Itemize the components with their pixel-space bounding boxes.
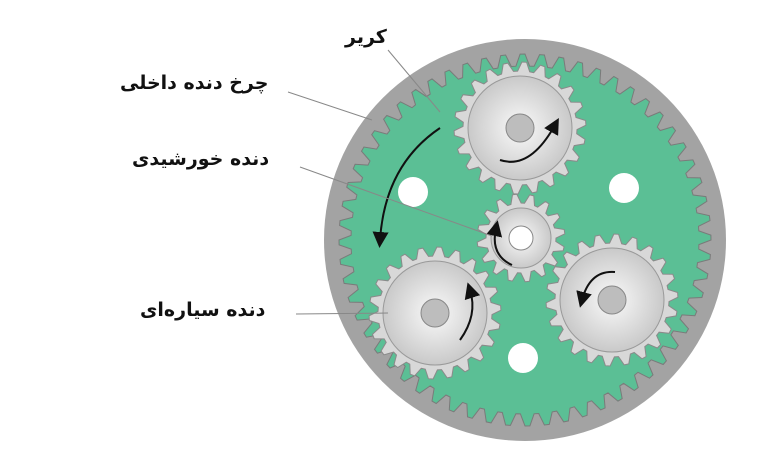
ring-leader: [287, 91, 373, 121]
planet-left-arrow: [459, 282, 481, 341]
carrier-rotation-arrow: [372, 127, 441, 248]
sun-gear-label: دنده خورشیدی: [132, 148, 270, 170]
planet-gear-right-hub: [597, 285, 627, 315]
sun-leader: [299, 166, 493, 237]
carrier-hole: [398, 177, 428, 207]
planet-top-arrow: [499, 118, 559, 163]
carrier-leader: [387, 49, 441, 113]
planet-right-arrow: [576, 270, 616, 308]
carrier-hole: [508, 343, 538, 373]
carrier-label: کریر: [345, 26, 387, 48]
planet-leader: [295, 312, 389, 315]
planet-gear-top-hub: [505, 113, 535, 143]
carrier-hole: [609, 173, 639, 203]
ring-gear-label: چرخ دنده داخلی: [120, 72, 269, 94]
sun-arrow: [486, 220, 513, 266]
sun-gear-hub: [508, 225, 534, 251]
planet-gear-left-hub: [420, 298, 450, 328]
planet-gear-label: دنده سیاره‌ای: [140, 299, 266, 321]
